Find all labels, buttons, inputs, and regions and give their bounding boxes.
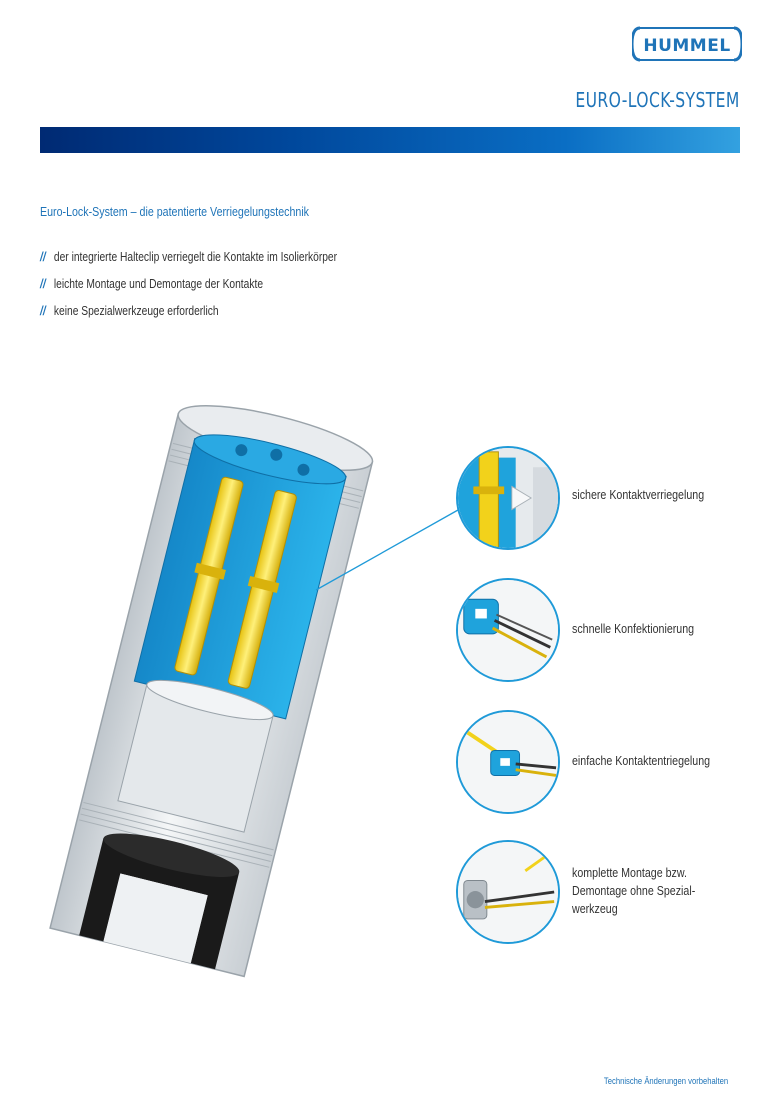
- bullet-mark: //: [40, 276, 46, 291]
- footer-note: Technische Änderungen vorbehalten: [603, 1076, 728, 1086]
- detail-label: sichere Kontaktverriegelung: [572, 486, 704, 504]
- detail-text: einfache Kontaktentriegelung: [572, 753, 711, 768]
- bullet-text: der integrierte Halteclip verriegelt die…: [53, 249, 338, 264]
- detail-text: werkzeug: [572, 901, 618, 916]
- bullet-text: leichte Montage und Demontage der Kontak…: [53, 276, 264, 291]
- connector-cutaway-illustration: [49, 405, 374, 978]
- detail-label: schnelle Konfektionierung: [572, 620, 694, 638]
- section-headline: Euro-Lock-System – die patentierte Verri…: [40, 204, 310, 219]
- header-gradient-bar: [40, 127, 740, 153]
- detail-text: Demontage ohne Spezial-: [572, 883, 696, 898]
- list-item: // keine Spezialwerkzeuge erforderlich: [40, 297, 337, 324]
- contact-release-detail-icon: [456, 710, 560, 814]
- detail-fast-assembly: schnelle Konfektionierung: [456, 578, 756, 682]
- bullet-mark: //: [40, 249, 46, 264]
- logo-text: HUMMEL: [643, 36, 730, 56]
- detail-label: einfache Kontaktentriegelung: [572, 752, 710, 770]
- fast-assembly-detail-icon: [456, 578, 560, 682]
- contact-lock-detail-icon: [456, 446, 560, 550]
- detail-label: komplette Montage bzw. Demontage ohne Sp…: [572, 864, 695, 918]
- detail-tool-free-assembly: komplette Montage bzw. Demontage ohne Sp…: [456, 840, 756, 944]
- bullet-mark: //: [40, 303, 46, 318]
- hummel-logo: HUMMEL: [632, 26, 742, 62]
- bullet-text: keine Spezialwerkzeuge erforderlich: [53, 303, 219, 318]
- brand-subtitle: EURO-LOCK-SYSTEM: [575, 88, 740, 112]
- detail-contact-release: einfache Kontaktentriegelung: [456, 710, 756, 814]
- feature-list: // der integrierte Halteclip verriegelt d…: [40, 243, 402, 324]
- detail-text: sichere Kontaktverriegelung: [572, 487, 705, 502]
- list-item: // leichte Montage und Demontage der Kont…: [40, 270, 337, 297]
- tool-free-assembly-detail-icon: [456, 840, 560, 944]
- list-item: // der integrierte Halteclip verriegelt d…: [40, 243, 337, 270]
- detail-text: schnelle Konfektionierung: [572, 621, 695, 636]
- detail-contact-lock: sichere Kontaktverriegelung: [456, 446, 756, 550]
- detail-text: komplette Montage bzw.: [572, 865, 687, 880]
